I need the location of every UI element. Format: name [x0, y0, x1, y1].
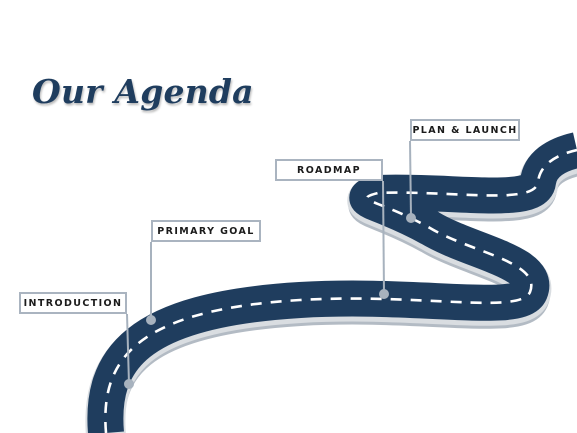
milestone-roadmap[interactable]: ROADMAP: [275, 159, 383, 181]
connector-introduction: [126, 313, 130, 385]
milestone-introduction[interactable]: INTRODUCTION: [19, 292, 127, 314]
connector-roadmap: [382, 180, 385, 295]
milestone-primary-goal[interactable]: PRIMARY GOAL: [151, 220, 261, 242]
connector-plan-and-launch: [409, 140, 412, 219]
pin-roadmap: [379, 289, 389, 299]
pin-introduction: [124, 379, 134, 389]
road-surface: [87, 132, 577, 433]
milestone-plan-and-launch[interactable]: PLAN & LAUNCH: [410, 119, 520, 141]
pin-plan-and-launch: [406, 213, 416, 223]
lane-marking: [104, 148, 577, 433]
pin-primary-goal: [146, 315, 156, 325]
page-title: Our Agenda: [32, 72, 254, 111]
